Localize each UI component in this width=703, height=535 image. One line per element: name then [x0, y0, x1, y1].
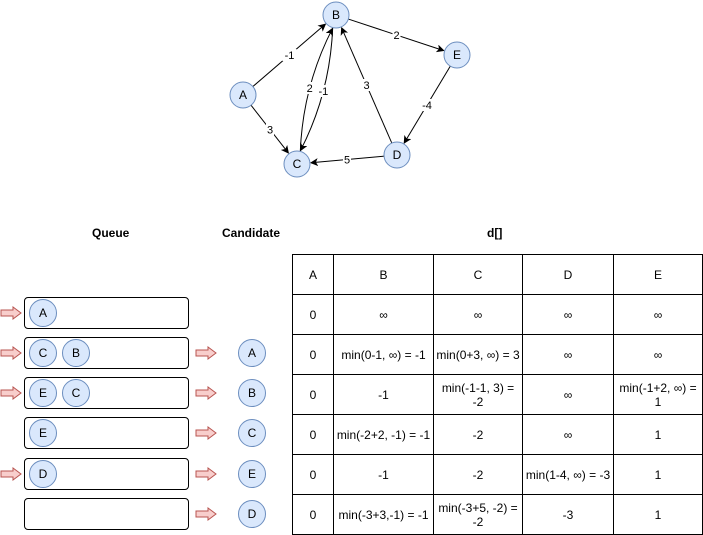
edge-weight-E-D: -4: [422, 100, 432, 112]
graph-node-label: C: [293, 157, 302, 171]
graph-node-D: [383, 141, 411, 169]
candidate-header: Candidate: [222, 226, 281, 240]
edge-weight-A-B: -1: [285, 50, 295, 62]
table-header-cell: C: [433, 254, 523, 295]
queue-header: Queue: [92, 226, 130, 240]
table-cell: 0: [292, 494, 334, 535]
table-cell: ∞: [522, 334, 614, 375]
table-row: 0∞∞∞∞: [292, 294, 703, 335]
edge-label-bg: [305, 81, 314, 94]
edge-weight-D-C: 5: [344, 155, 350, 167]
queue-node: A: [29, 299, 57, 327]
table-cell: 1: [613, 454, 703, 495]
candidate-node: A: [238, 339, 266, 367]
table-cell: min(-3+3,-1) = -1: [333, 494, 434, 535]
queue-box: [24, 498, 189, 530]
queue-node: D: [29, 460, 57, 488]
queue-node: E: [29, 419, 57, 447]
table-header-cell: E: [613, 254, 703, 295]
edge-weight-A-C: 3: [267, 125, 273, 137]
table-cell: min(-1+2, ∞) = 1: [613, 374, 703, 415]
table-header-cell: B: [333, 254, 434, 295]
table-cell: -1: [333, 374, 434, 415]
table-cell: min(1-4, ∞) = -3: [522, 454, 614, 495]
table-cell: min(0+3, ∞) = 3: [433, 334, 523, 375]
table-header-cell: A: [292, 254, 334, 295]
edge-weight-B-E: 2: [393, 30, 399, 42]
graph-node-label: D: [393, 148, 402, 162]
candidate-arrow-icon: [195, 426, 217, 440]
graph-node-C: [283, 150, 311, 178]
table-cell: 0: [292, 414, 334, 455]
graph-node-A: [229, 81, 257, 109]
edge-weight-B-C: -1: [318, 86, 328, 98]
table-cell: ∞: [522, 414, 614, 455]
table-cell: 0: [292, 454, 334, 495]
candidate-arrow-icon: [195, 346, 217, 360]
graph-diagram: -1 3 2 -1 2 -4 3 5 B E A D C: [229, 1, 471, 178]
edge-label-bg: [362, 79, 371, 91]
table-cell: -2: [433, 414, 523, 455]
table-cell: min(-2+2, -1) = -1: [333, 414, 434, 455]
candidate-arrow-icon: [195, 386, 217, 400]
queue-pointer-arrow-icon: [0, 386, 22, 400]
graph-node-label: E: [453, 48, 461, 62]
table-cell: ∞: [333, 294, 434, 335]
queue-node: B: [62, 339, 90, 367]
edge-label-bg: [392, 29, 401, 41]
edge-weight-C-B: 2: [307, 83, 313, 95]
edge-label-bg: [266, 123, 274, 136]
table-cell: 0: [292, 374, 334, 415]
table-cell: ∞: [522, 294, 614, 335]
table-cell: 1: [613, 414, 703, 455]
candidate-arrow-icon: [195, 467, 217, 481]
queue-node: C: [29, 339, 57, 367]
table-cell: ∞: [433, 294, 523, 335]
table-cell: -1: [333, 454, 434, 495]
table-cell: min(-3+5, -2) = -2: [433, 494, 523, 535]
edge-label-bg: [316, 85, 331, 98]
table-cell: 0: [292, 334, 334, 375]
graph-node-label: B: [332, 8, 340, 22]
edge-label-bg: [282, 49, 297, 61]
table-cell: ∞: [522, 374, 614, 415]
graph-node-B: [322, 1, 350, 29]
table-cell: min(-1-1, 3) = -2: [433, 374, 523, 415]
candidate-node: C: [238, 419, 266, 447]
edge-weight-D-B: 3: [363, 80, 369, 92]
table-header-cell: D: [522, 254, 614, 295]
candidate-arrow-icon: [195, 507, 217, 521]
graph-node-E: [443, 41, 471, 69]
queue-pointer-arrow-icon: [0, 346, 22, 360]
table-cell: ∞: [613, 294, 703, 335]
graph-node-label: A: [239, 88, 247, 102]
candidate-node: D: [238, 500, 266, 528]
queue-pointer-arrow-icon: [0, 467, 22, 481]
queue-node: C: [62, 379, 90, 407]
table-cell: 1: [613, 494, 703, 535]
candidate-node: B: [238, 379, 266, 407]
edge-label-bg: [420, 99, 434, 111]
edge-label-bg: [343, 153, 351, 166]
distances-header: d[]: [487, 226, 503, 240]
queue-node: E: [29, 379, 57, 407]
candidate-node: E: [238, 460, 266, 488]
table-cell: 0: [292, 294, 334, 335]
table-cell: -2: [433, 454, 523, 495]
queue-pointer-arrow-icon: [0, 306, 22, 320]
table-cell: -3: [522, 494, 614, 535]
table-cell: min(0-1, ∞) = -1: [333, 334, 434, 375]
table-cell: ∞: [613, 334, 703, 375]
